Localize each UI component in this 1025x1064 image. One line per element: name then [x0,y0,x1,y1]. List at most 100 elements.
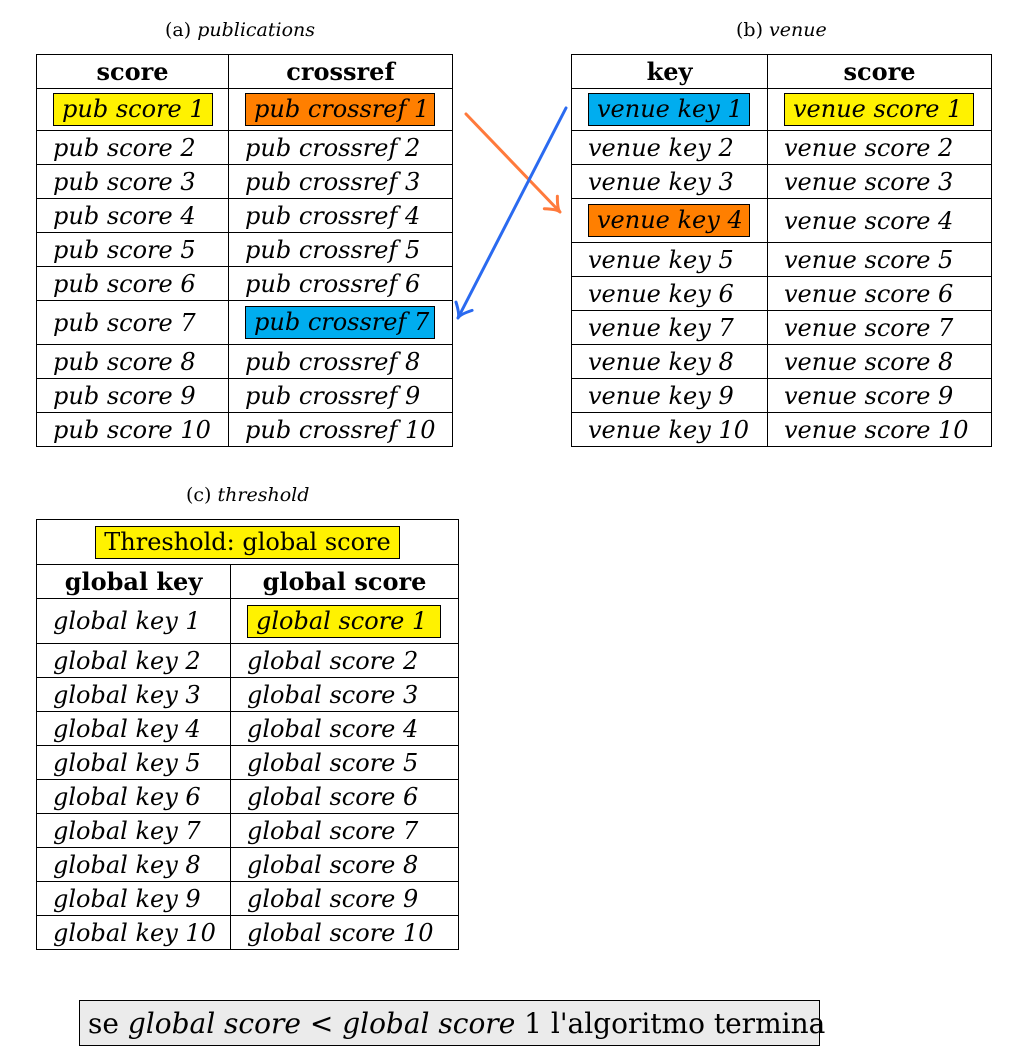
table-cell: venue score 9 [767,378,992,413]
table-row: pub score 7 pub crossref 7 [36,300,453,345]
threshold-header-0: global key [36,564,231,599]
highlighted-cell: pub crossref 1 [228,88,453,131]
table-row: pub score 1 pub crossref 1 [36,88,453,131]
table-cell: pub score 6 [36,266,229,301]
table-cell: venue key 5 [571,242,768,277]
highlight-yellow: venue score 1 [784,93,974,126]
highlighted-cell: venue key 4 [571,198,768,243]
caption-title: venue [769,19,827,41]
conclusion-part: global score [127,1006,301,1040]
table-cell: pub score 10 [36,412,229,447]
highlighted-cell: venue key 1 [571,88,768,131]
publications-header-1: crossref [228,54,453,89]
table-cell: pub score 9 [36,378,229,413]
table-cell: venue key 9 [571,378,768,413]
table-cell: pub crossref 8 [228,344,453,379]
table-row: venue key 1 venue score 1 [571,88,992,131]
conclusion-part: global score [342,1006,516,1040]
table-cell: venue score 2 [767,130,992,165]
highlighted-cell: pub crossref 7 [228,300,453,345]
table-cell: global key 4 [36,711,231,746]
threshold-header-1: global score [230,564,459,599]
table-cell: venue key 2 [571,130,768,165]
threshold-banner: Threshold: global score [95,525,400,559]
threshold-banner-cell: Threshold: global score [36,519,459,565]
highlight-yellow: global score 1 [247,604,441,638]
arrow-line-0 [464,112,562,214]
table-cell: global score 5 [230,745,459,780]
arrow-head-1 [454,300,474,319]
table-cell: venue score 5 [767,242,992,277]
table-cell: venue score 3 [767,164,992,199]
arrow-line-1 [456,106,568,320]
table-cell: pub score 8 [36,344,229,379]
table-cell: pub crossref 9 [228,378,453,413]
table-cell: global key 1 [36,598,231,644]
table-cell: pub score 2 [36,130,229,165]
conclusion-box: se global score < global score 1 l'algor… [79,1000,825,1046]
highlight-orange: venue key 4 [588,204,750,237]
table-cell: global score 9 [230,881,459,916]
table-cell: pub score 7 [36,300,229,345]
table-cell: venue score 7 [767,310,992,345]
table-cell: global key 8 [36,847,231,882]
highlight-blue: pub crossref 7 [245,306,435,339]
table-cell: global score 8 [230,847,459,882]
caption-publications: (a) publications [165,19,315,41]
highlight-orange: pub crossref 1 [245,93,435,126]
highlighted-cell: pub score 1 [36,88,229,131]
table-cell: global score 6 [230,779,459,814]
table-cell: pub crossref 4 [228,198,453,233]
threshold-banner-row: Threshold: global score [36,519,459,565]
highlighted-cell: global score 1 [230,598,459,644]
table-cell: global key 10 [36,915,231,950]
caption-threshold: (c) threshold [186,484,309,506]
table-cell: global score 7 [230,813,459,848]
table-cell: pub score 3 [36,164,229,199]
table-cell: venue key 3 [571,164,768,199]
caption-label: (a) [165,19,192,41]
table-cell: global score 2 [230,643,459,678]
table-row: global key 1 global score 1 [36,598,459,644]
publications-header-0: score [36,54,229,89]
table-cell: pub crossref 3 [228,164,453,199]
table-cell: global key 9 [36,881,231,916]
highlight-blue: venue key 1 [588,93,750,126]
table-cell: pub crossref 5 [228,232,453,267]
caption-title: threshold [217,484,310,506]
table-cell: venue key 6 [571,276,768,311]
caption-title: publications [197,19,316,41]
arrow-head-0 [542,194,562,214]
table-cell: pub score 4 [36,198,229,233]
table-cell: pub score 5 [36,232,229,267]
table-cell: global score 3 [230,677,459,712]
venue-header-0: key [571,54,768,89]
table-cell: global key 3 [36,677,231,712]
table-cell: venue key 10 [571,412,768,447]
conclusion-part: < [300,1006,343,1040]
table-cell: global key 2 [36,643,231,678]
table-cell: pub crossref 2 [228,130,453,165]
